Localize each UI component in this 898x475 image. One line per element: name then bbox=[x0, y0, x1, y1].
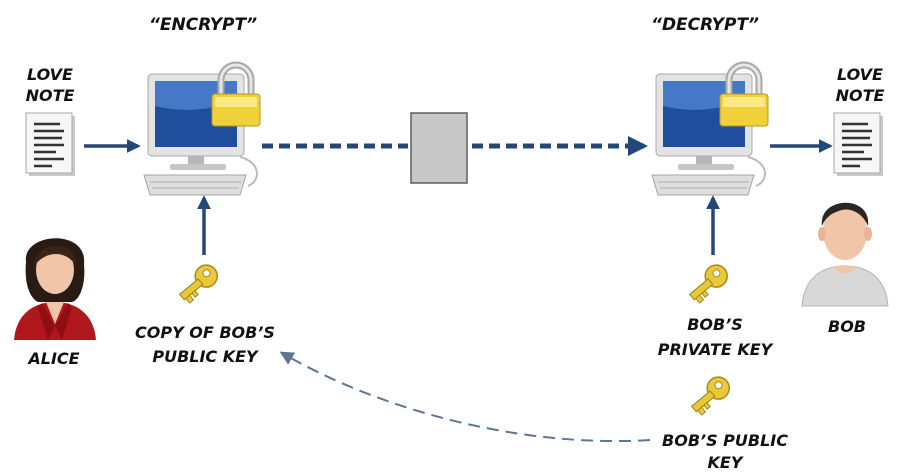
alice-label: ALICE bbox=[28, 349, 80, 368]
private-key-line2: PRIVATE KEY bbox=[657, 340, 773, 359]
bob-avatar-icon bbox=[801, 202, 889, 307]
public-key-share-arrow bbox=[279, 351, 651, 443]
receiver-document-icon bbox=[833, 112, 883, 176]
bob-label: BOB bbox=[828, 317, 866, 336]
private-key-label: BOB’S PRIVATE KEY bbox=[645, 314, 785, 360]
sender-note-line2: NOTE bbox=[25, 86, 75, 105]
private-key-line1: BOB’S bbox=[687, 315, 743, 334]
receiver-note-label: LOVE NOTE bbox=[828, 64, 892, 106]
sender-note-label: LOVE NOTE bbox=[20, 64, 80, 106]
ciphertext-box bbox=[410, 112, 468, 184]
encrypt-label: “ENCRYPT” bbox=[148, 15, 258, 35]
receiver-note-line1: LOVE bbox=[837, 65, 883, 84]
alice-avatar-icon bbox=[14, 238, 96, 340]
decrypt-label: “DECRYPT” bbox=[651, 15, 759, 35]
public-key-line2: KEY bbox=[707, 453, 743, 472]
receiver-note-line2: NOTE bbox=[835, 86, 885, 105]
sender-document-icon bbox=[25, 112, 75, 176]
private-key-icon bbox=[688, 264, 728, 304]
public-key-copy-icon bbox=[178, 264, 218, 304]
public-key-icon bbox=[690, 376, 730, 416]
decrypt-computer-icon bbox=[651, 61, 769, 196]
sender-note-line1: LOVE bbox=[27, 65, 73, 84]
public-key-copy-line2: PUBLIC KEY bbox=[152, 347, 258, 366]
encrypt-computer-icon bbox=[143, 61, 261, 196]
public-key-copy-label: COPY OF BOB’S PUBLIC KEY bbox=[110, 322, 300, 367]
public-key-line1: BOB’S PUBLIC bbox=[662, 431, 788, 450]
public-key-label: BOB’S PUBLIC KEY bbox=[635, 430, 815, 473]
public-key-copy-line1: COPY OF BOB’S bbox=[135, 323, 275, 342]
